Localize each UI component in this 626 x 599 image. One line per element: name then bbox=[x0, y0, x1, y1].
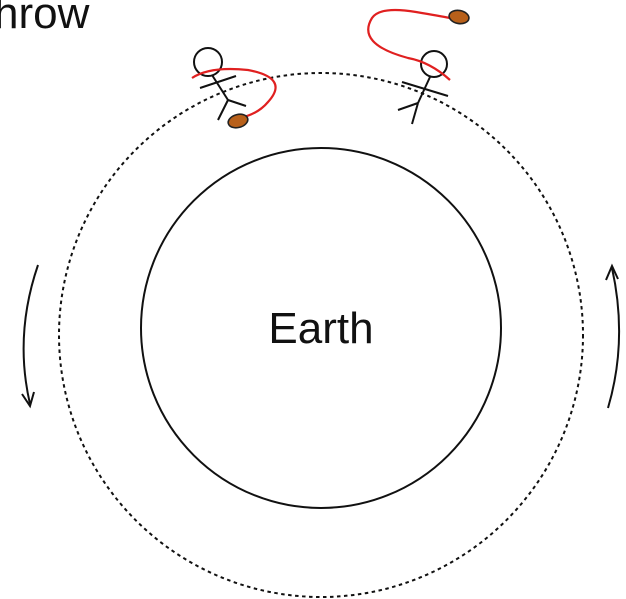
right-throw-trajectory bbox=[367, 8, 451, 81]
left-rotation-arrow-icon bbox=[21, 264, 39, 409]
right-rotation-arrow-icon bbox=[605, 263, 621, 409]
orbit-ring bbox=[58, 72, 584, 598]
left-throw-trajectory bbox=[191, 67, 277, 120]
left-person-stick-figure-icon bbox=[193, 47, 247, 121]
earth-label: Earth bbox=[268, 304, 373, 353]
right-ball-icon bbox=[448, 9, 470, 25]
left-ball-icon bbox=[227, 113, 249, 129]
title-text: hrow bbox=[0, 0, 90, 38]
right-person-stick-figure-icon bbox=[397, 50, 449, 125]
earth-circle bbox=[140, 147, 502, 509]
